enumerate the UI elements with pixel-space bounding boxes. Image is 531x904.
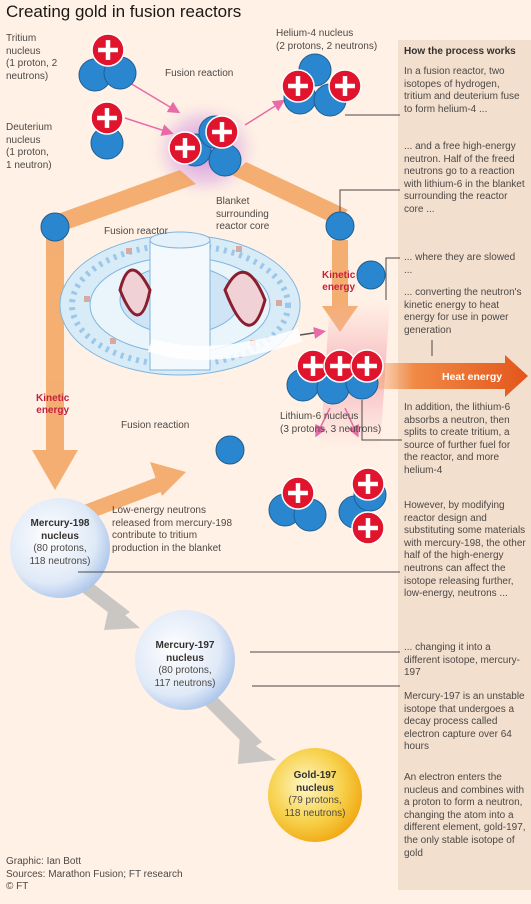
proton bbox=[350, 349, 384, 383]
mercury197-circle bbox=[135, 610, 235, 710]
proton bbox=[328, 69, 362, 103]
side-heading: How the process works bbox=[404, 46, 516, 57]
mercury198-circle bbox=[10, 498, 110, 598]
proton bbox=[351, 511, 385, 545]
fusion-reaction-bottom-label: Fusion reaction bbox=[121, 420, 190, 431]
side-step-5: In addition, the lithium-6 absorbs a neu… bbox=[404, 402, 511, 476]
side-step-3: ... where they are slowed ... bbox=[404, 252, 516, 276]
proton bbox=[205, 115, 239, 149]
side-step-1: In a fusion reactor, two isotopes of hyd… bbox=[404, 66, 520, 115]
heat-energy-label: Heat energy bbox=[442, 371, 503, 383]
proton bbox=[90, 101, 124, 135]
side-step-6: However, by modifying reactor design and… bbox=[404, 500, 526, 600]
reactor-torus bbox=[59, 231, 326, 376]
fusion-reactor-label: Fusion reactor bbox=[104, 226, 168, 237]
mercury198-label: Mercury-198 nucleus (80 protons, 118 neu… bbox=[29, 518, 91, 567]
helium4-label: Helium-4 nucleus(2 protons, 2 neutrons) bbox=[276, 28, 378, 52]
fusion-reaction-top-label: Fusion reaction bbox=[165, 68, 234, 79]
page-title: Creating gold in fusion reactors bbox=[6, 2, 242, 21]
proton bbox=[91, 33, 125, 67]
gold197-label: Gold-197 nucleus (79 protons, 118 neutro… bbox=[284, 770, 346, 819]
proton bbox=[168, 131, 202, 165]
side-step-2: ... and a free high-energy neutron. Half… bbox=[404, 141, 525, 215]
proton bbox=[281, 476, 315, 510]
side-step-8: Mercury-197 is an unstable isotope that … bbox=[404, 691, 525, 753]
proton bbox=[281, 69, 315, 103]
lithium6-label: Lithium-6 nucleus(3 protons, 3 neutrons) bbox=[280, 411, 382, 435]
gold197-circle bbox=[268, 748, 362, 842]
mercury197-label: Mercury-197 nucleus (80 protons, 117 neu… bbox=[154, 640, 216, 689]
side-step-7: ... changing it into a different isotope… bbox=[404, 642, 520, 679]
side-step-9: An electron enters the nucleus and combi… bbox=[404, 772, 526, 859]
neutron bbox=[208, 143, 242, 177]
side-step-4: ... converting the neutron's kinetic ene… bbox=[404, 287, 522, 336]
proton bbox=[351, 467, 385, 501]
side-panel bbox=[398, 40, 531, 890]
